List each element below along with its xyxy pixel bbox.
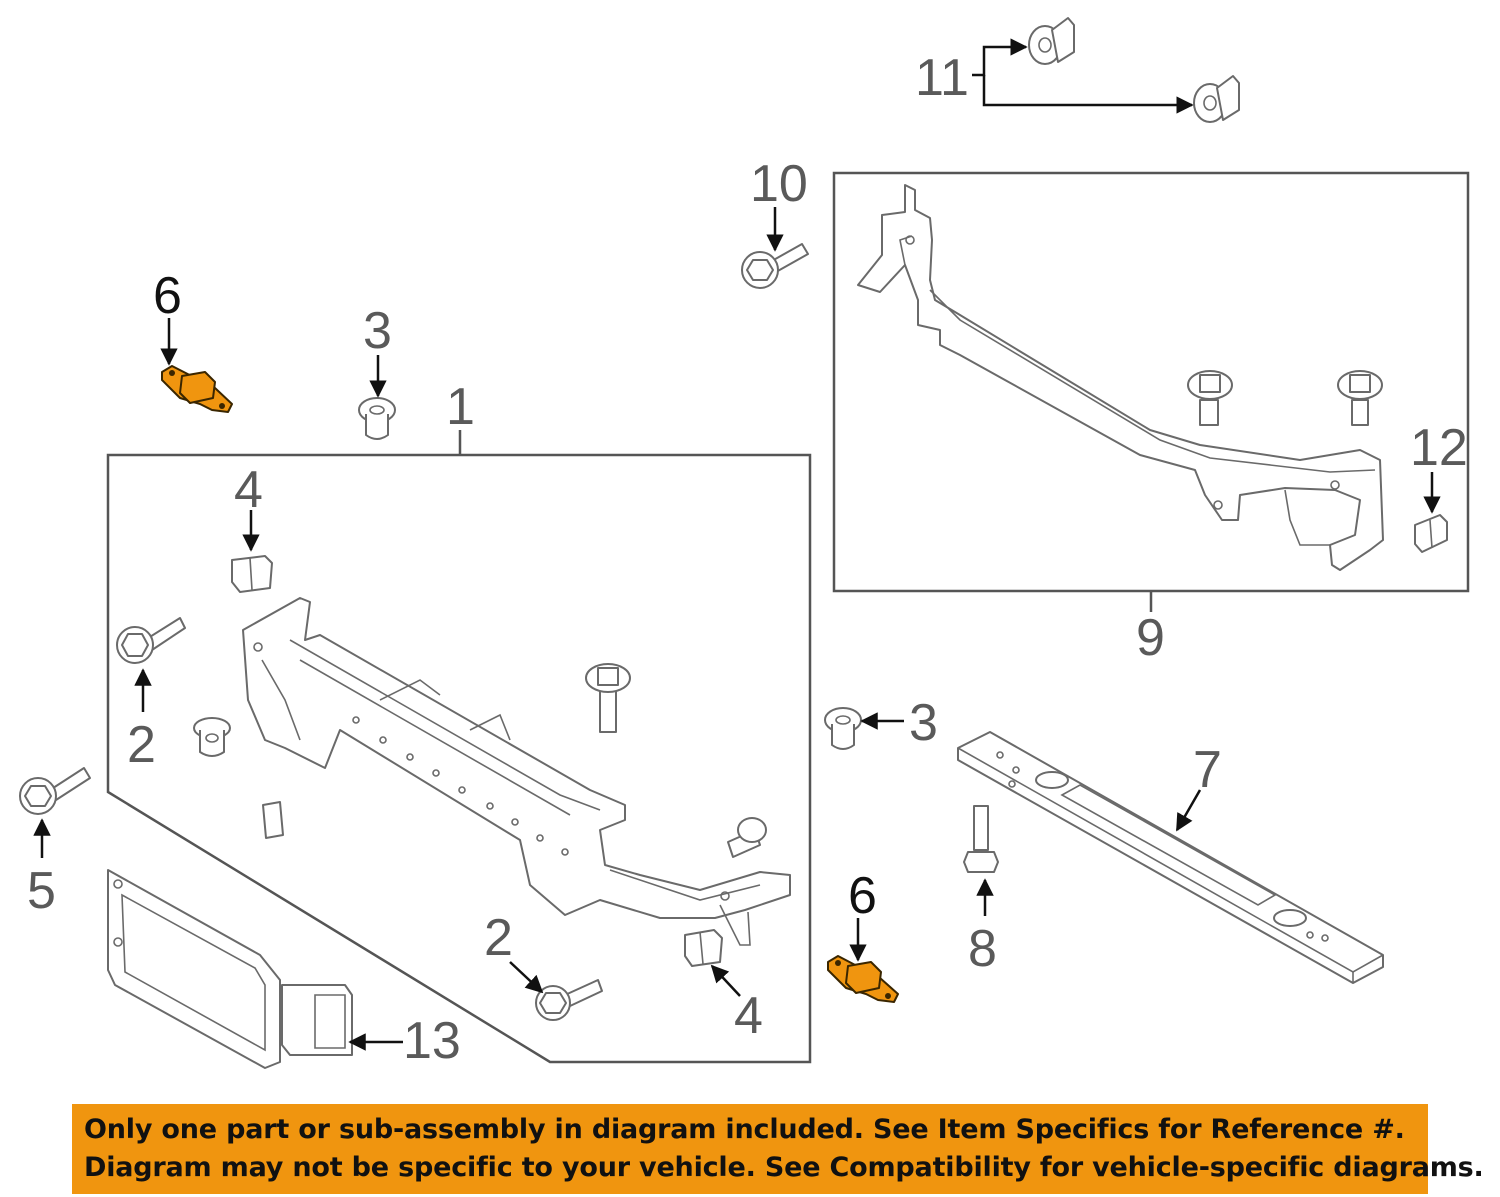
part-3-nut-upper bbox=[358, 397, 396, 440]
callout-13: 13 bbox=[403, 1012, 461, 1070]
part-13-module bbox=[107, 869, 353, 1069]
callout-4-upper: 4 bbox=[234, 461, 263, 519]
part-3-nut-lower bbox=[824, 707, 862, 750]
callout-4-lower: 4 bbox=[734, 987, 763, 1045]
callout-10: 10 bbox=[750, 155, 808, 213]
clip-small bbox=[262, 801, 284, 839]
callout-2-lower: 2 bbox=[484, 909, 513, 967]
part-11-pin-lower bbox=[1193, 75, 1240, 123]
part-5-bolt bbox=[19, 767, 91, 815]
disclaimer-banner: Only one part or sub-assembly in diagram… bbox=[72, 1104, 1484, 1194]
callout-7: 7 bbox=[1193, 741, 1222, 799]
part-12-clip bbox=[1414, 514, 1448, 553]
callout-1: 1 bbox=[446, 378, 475, 436]
callout-3-lower: 3 bbox=[909, 694, 938, 752]
callout-3-upper: 3 bbox=[363, 302, 392, 360]
callout-12: 12 bbox=[1410, 419, 1468, 477]
part-6-bracket-upper bbox=[161, 365, 233, 413]
bolt-9-left bbox=[1187, 370, 1233, 426]
part-6-bracket-lower bbox=[827, 955, 899, 1003]
callout-6-lower: 6 bbox=[848, 867, 877, 925]
part-4-clip-lower bbox=[684, 929, 723, 967]
disclaimer-line-2: Diagram may not be specific to your vehi… bbox=[84, 1152, 1484, 1183]
callout-6-upper: 6 bbox=[153, 267, 182, 325]
callout-11: 11 bbox=[915, 49, 969, 107]
leader-lines bbox=[33, 38, 1441, 1051]
bolt-9-right bbox=[1337, 370, 1383, 426]
part-10-bolt bbox=[741, 243, 809, 289]
radiator-support-part bbox=[242, 597, 791, 946]
part-4-clip-upper bbox=[231, 555, 273, 593]
callout-5: 5 bbox=[27, 862, 56, 920]
part-2-bolt-lower bbox=[535, 979, 603, 1021]
part-11-pin-upper bbox=[1028, 17, 1075, 65]
part-9-reinforcement bbox=[857, 184, 1384, 571]
part-7-bar bbox=[957, 731, 1384, 984]
bolt-short bbox=[727, 817, 767, 858]
assembly-1-box bbox=[106, 453, 812, 1064]
disclaimer-line-1: Only one part or sub-assembly in diagram… bbox=[84, 1114, 1405, 1145]
callout-2-upper: 2 bbox=[127, 716, 156, 774]
bolt-vertical bbox=[585, 663, 631, 733]
callout-9: 9 bbox=[1136, 609, 1165, 667]
part-2-bolt-upper bbox=[116, 617, 186, 664]
grommet-inner bbox=[193, 717, 231, 757]
callout-8: 8 bbox=[968, 920, 997, 978]
part-8-bolt bbox=[963, 805, 999, 873]
